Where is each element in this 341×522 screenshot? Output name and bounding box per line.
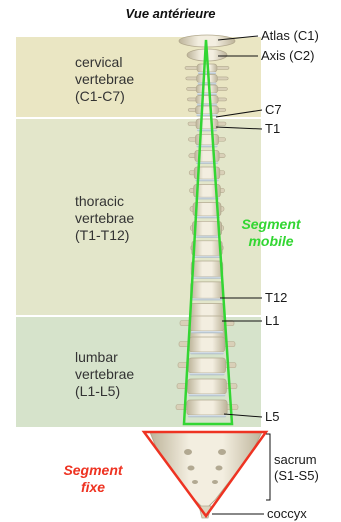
thoracic-vertebra	[191, 261, 223, 277]
lumbar-vertebra	[188, 379, 227, 394]
sacrum-label-line-1: sacrum	[274, 452, 319, 468]
cervical-vertebra	[196, 96, 218, 104]
thoracic-vertebra	[192, 241, 222, 256]
thoracic-label: thoracic vertebrae (T1-T12)	[75, 193, 134, 244]
lumbar-vertebra	[187, 400, 227, 415]
lumbar-vertebra-disc	[190, 352, 224, 354]
cervical-vertebra-disc	[196, 114, 217, 116]
l5-label: L5	[265, 409, 279, 424]
lumbar-label-line-1: lumbar	[75, 349, 134, 366]
cervical-vertebra-disc	[197, 93, 217, 95]
segment-mobile-line-2: mobile	[236, 233, 306, 250]
thoracic-vertebra-disc	[193, 256, 221, 258]
lumbar-label-line-3: (L1-L5)	[75, 383, 134, 400]
lumbar-vertebra-disc	[189, 373, 224, 375]
segment-mobile-label: Segment mobile	[236, 216, 306, 250]
t1-label: T1	[265, 121, 280, 136]
segment-mobile-line-1: Segment	[236, 216, 306, 233]
cervical-vertebra-disc	[197, 104, 217, 106]
lumbar-vertebra	[190, 316, 224, 331]
t1-pointer	[216, 127, 262, 129]
view-title: Vue antérieure	[0, 6, 341, 21]
cervical-label-line-2: vertebrae	[75, 71, 134, 88]
segment-fixe-line-2: fixe	[58, 479, 128, 496]
l1-label: L1	[265, 313, 279, 328]
c7-label: C7	[265, 102, 282, 117]
lumbar-vertebra	[188, 358, 225, 373]
axis-label: Axis (C2)	[261, 48, 314, 63]
cervical-label-line-3: (C1-C7)	[75, 88, 134, 105]
sacrum-label: sacrum (S1-S5)	[274, 452, 319, 484]
thoracic-vertebra	[191, 282, 224, 298]
thoracic-label-line-2: vertebrae	[75, 210, 134, 227]
coccyx-label: coccyx	[267, 506, 307, 521]
thoracic-vertebra-disc	[193, 236, 220, 238]
lumbar-vertebra	[189, 337, 225, 352]
cervical-vertebra	[197, 75, 218, 83]
atlas-label: Atlas (C1)	[261, 28, 319, 43]
cervical-vertebra	[195, 106, 218, 114]
thoracic-label-line-3: (T1-T12)	[75, 227, 134, 244]
sacrum-label-line-2: (S1-S5)	[274, 468, 319, 484]
segment-fixe-line-1: Segment	[58, 462, 128, 479]
lumbar-vertebra-disc	[189, 394, 226, 396]
sacrum-bracket	[266, 434, 270, 500]
thoracic-vertebra-disc	[192, 277, 222, 279]
cervical-label: cervical vertebrae (C1-C7)	[75, 54, 134, 105]
t12-label: T12	[265, 290, 287, 305]
lumbar-label: lumbar vertebrae (L1-L5)	[75, 349, 134, 400]
thoracic-vertebra-disc	[192, 298, 223, 300]
thoracic-label-line-1: thoracic	[75, 193, 134, 210]
segment-fixe-label: Segment fixe	[58, 462, 128, 496]
thoracic-vertebra	[196, 119, 218, 129]
sacrum-bone	[150, 432, 262, 510]
l5-pointer	[224, 414, 262, 417]
lumbar-vertebra-disc	[191, 331, 223, 333]
thoracic-vertebra-disc	[194, 216, 220, 218]
cervical-vertebra	[196, 85, 218, 93]
cervical-label-line-1: cervical	[75, 54, 134, 71]
lumbar-vertebra-disc	[188, 415, 226, 417]
cervical-vertebra-disc	[198, 83, 217, 85]
lumbar-label-line-2: vertebrae	[75, 366, 134, 383]
